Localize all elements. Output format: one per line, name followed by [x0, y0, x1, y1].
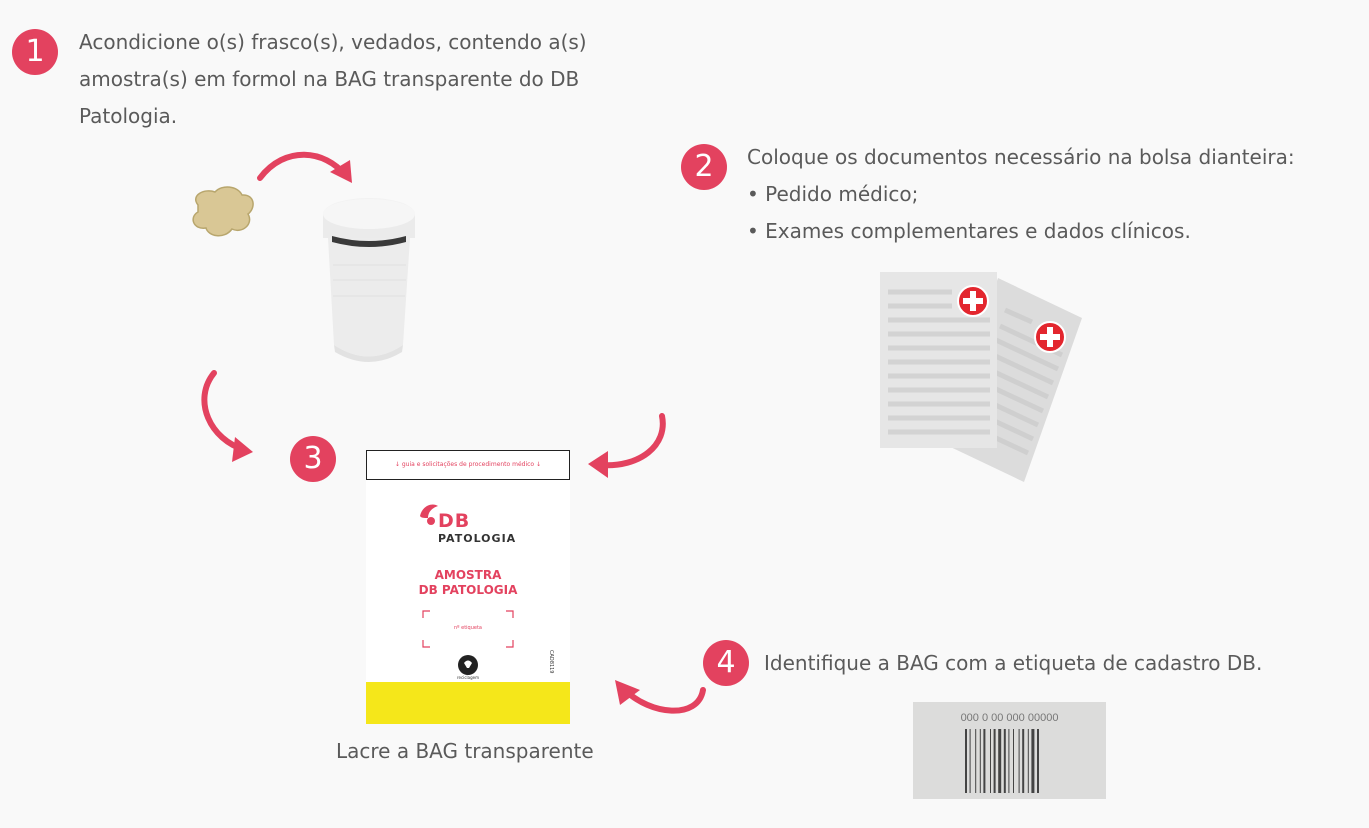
barcode-bar — [975, 729, 977, 793]
step-4-badge: 4 — [703, 640, 749, 686]
barcode-bar — [998, 729, 1002, 793]
barcode-bar — [1031, 729, 1035, 793]
step-2-line-2: • Pedido médico; — [747, 182, 919, 206]
arrow-jar-to-bag — [201, 370, 248, 453]
bag-label-text: nº etiqueta — [454, 625, 482, 631]
step-3-badge: 3 — [290, 436, 336, 482]
bag-code: CAD8119 — [548, 650, 554, 674]
barcode-bar — [1018, 729, 1020, 793]
arrow-down-icon: ↓ — [536, 461, 542, 468]
barcode-bar — [1037, 729, 1039, 793]
barcode-bar — [1008, 729, 1010, 793]
db-logo-icon — [420, 504, 438, 525]
step-2-line-1: Coloque os documentos necessário na bols… — [747, 145, 1295, 169]
barcode-bar — [993, 729, 996, 793]
bag-brand: DB — [438, 510, 471, 532]
bag-logo-text: reciclagem — [457, 675, 479, 680]
red-cross-icon — [1034, 321, 1066, 353]
bag-brand-sub: PATOLOGIA — [438, 532, 517, 545]
barcode-label: 000 0 00 000 00000 — [913, 702, 1106, 799]
step-3-caption: Lacre a BAG transparente — [336, 739, 594, 763]
barcode-bar — [1027, 729, 1029, 793]
bag-header: ↓ guia e solicitações de procedimento mé… — [366, 450, 570, 480]
barcode-bar — [983, 729, 986, 793]
step-1-line-2: amostra(s) em formol na BAG transparente… — [79, 67, 580, 91]
medical-documents-icon — [880, 272, 1082, 482]
label-frame — [422, 610, 514, 648]
barcode-number: 000 0 00 000 00000 — [960, 712, 1059, 724]
arrow-down-icon: ↓ — [394, 461, 400, 468]
step-1-line-3: Patologia. — [79, 104, 178, 128]
barcode-bar — [1013, 729, 1014, 793]
arrow-docs-to-bag — [597, 413, 666, 469]
arrow-sample-to-jar — [257, 151, 348, 181]
sample-bag: ↓ guia e solicitações de procedimento mé… — [366, 450, 570, 724]
step-2-line-3: • Exames complementares e dados clínicos… — [747, 219, 1191, 243]
specimen-jar-icon — [323, 198, 415, 362]
red-cross-icon — [957, 285, 989, 317]
step-1-line-1: Acondicione o(s) frasco(s), vedados, con… — [79, 30, 587, 54]
bag-header-text: guia e solicitações de procedimento médi… — [401, 461, 535, 468]
recycle-logo-icon — [458, 655, 478, 675]
barcode-bar — [990, 729, 991, 793]
barcode-bar — [969, 729, 971, 793]
barcode-bar — [979, 729, 981, 793]
arrow-barcode-to-bag — [622, 687, 706, 714]
tissue-sample-icon — [192, 186, 254, 237]
step-1-badge: 1 — [12, 29, 58, 75]
barcode-icon — [965, 729, 1039, 793]
bag-title-line-2: DB PATOLOGIA — [418, 583, 518, 597]
barcode-bar — [1022, 729, 1025, 793]
step-2-text: Coloque os documentos necessário na bols… — [747, 139, 1295, 250]
step-4-text: Identifique a BAG com a etiqueta de cada… — [764, 651, 1263, 675]
barcode-bar — [965, 729, 967, 793]
step-1-text: Acondicione o(s) frasco(s), vedados, con… — [79, 24, 587, 135]
bag-title-line-1: AMOSTRA — [434, 568, 502, 582]
bag-seal-strip — [366, 682, 570, 724]
step-2-badge: 2 — [681, 144, 727, 190]
barcode-bar — [1003, 729, 1006, 793]
